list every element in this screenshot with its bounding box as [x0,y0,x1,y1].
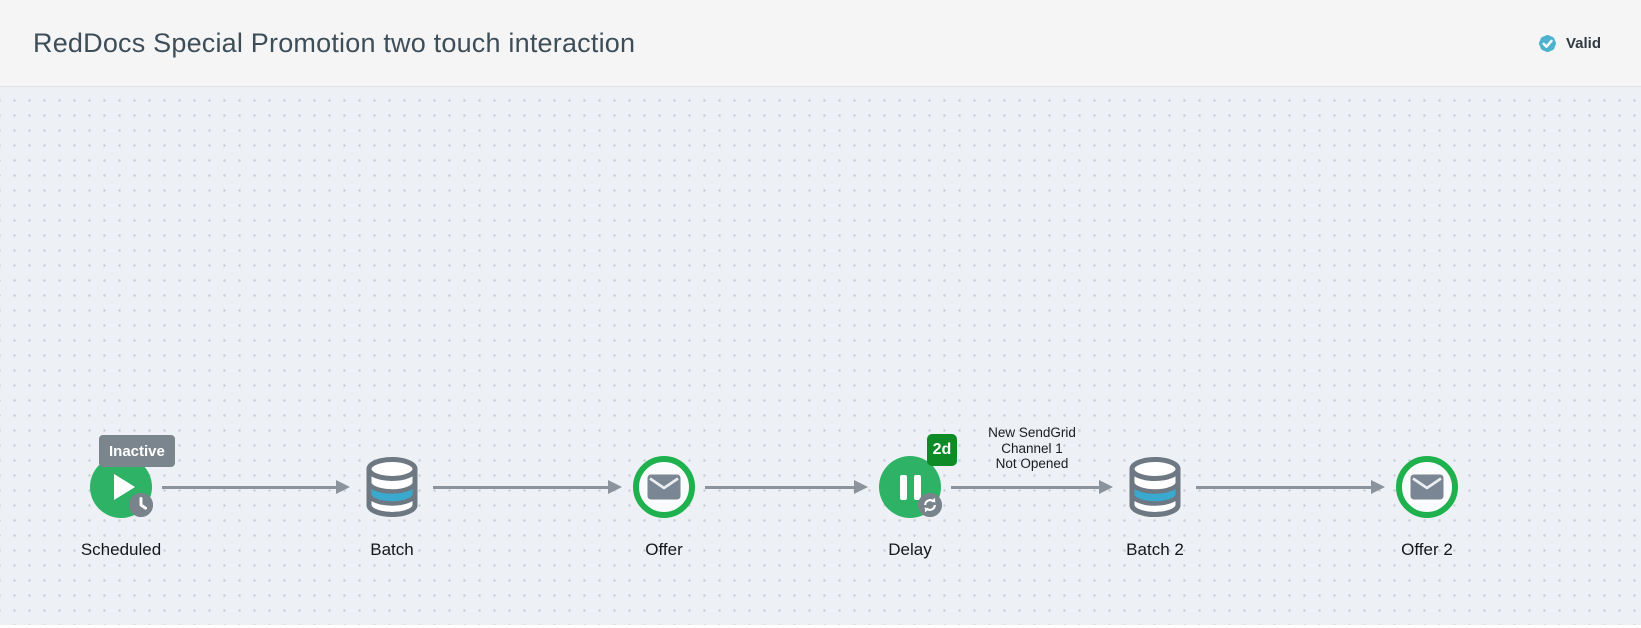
workflow-title: RedDocs Special Promotion two touch inte… [33,27,636,58]
node-batch2[interactable]: Batch 2 [1080,424,1230,569]
node-label: Batch 2 [1126,540,1184,559]
workflow-header: RedDocs Special Promotion two touch inte… [0,0,1641,87]
connector-offer-delay[interactable] [705,485,855,489]
pause-icon [899,474,921,500]
arrowhead-icon [608,479,622,494]
node-label: Scheduled [80,540,162,559]
node-offer[interactable]: Offer [589,424,739,569]
node-label: Batch [370,540,414,559]
validation-status-label: Valid [1565,34,1601,52]
database-icon [1129,457,1181,517]
clock-icon [129,493,153,517]
connector-scheduled-batch[interactable] [162,485,337,489]
node-label: Delay [888,540,932,559]
node-scheduled[interactable]: Inactive Scheduled [46,424,196,569]
node-offer2[interactable]: Offer 2 [1352,424,1502,569]
connector-batch2-offer2[interactable] [1196,485,1372,489]
envelope-icon [647,474,681,500]
arrowhead-icon [336,479,350,494]
workflow-canvas[interactable]: Inactive Scheduled Batch Offer 2d Delay [0,87,1641,628]
connector-batch-offer[interactable] [433,485,609,489]
node-batch[interactable]: Batch [317,424,467,569]
validation-status: Valid [1536,32,1601,55]
play-icon [114,474,135,500]
arrowhead-icon [1099,479,1113,494]
arrowhead-icon [1371,479,1385,494]
node-badge-scheduled: Inactive [99,435,175,467]
node-label: Offer 2 [1401,540,1453,559]
envelope-icon [1410,474,1444,500]
offer-circle [633,456,695,518]
refresh-icon [918,493,942,517]
node-label: Offer [645,540,683,559]
offer-circle [1396,456,1458,518]
database-icon [366,457,418,517]
arrowhead-icon [854,479,868,494]
connector-delay-batch2[interactable] [951,485,1100,489]
node-badge-delay: 2d [927,434,957,466]
node-delay[interactable]: 2d Delay [835,424,985,569]
seal-check-icon [1536,32,1559,55]
